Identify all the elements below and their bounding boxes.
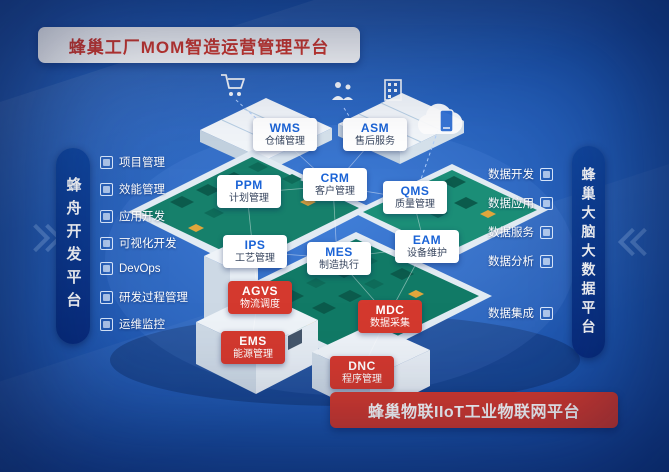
data-service-icon <box>540 225 553 239</box>
item-label: DevOps <box>119 262 161 275</box>
item-label: 可视化开发 <box>119 238 177 250</box>
iiot-banner: 蜂巢物联IIoT工业物联网平台 <box>330 392 618 428</box>
module-code: IPS <box>244 238 266 252</box>
module-label: 数据采集 <box>370 317 410 329</box>
module-ems: EMS 能源管理 <box>221 331 285 364</box>
data-platform-item: 数据服务 <box>488 224 553 240</box>
item-label: 数据集成 <box>488 308 534 320</box>
module-code: QMS <box>400 184 430 198</box>
data-analysis-icon <box>540 254 553 268</box>
module-agvs: AGVS 物流调度 <box>228 281 292 314</box>
module-mes: MES 制造执行 <box>307 242 371 275</box>
devops-icon <box>100 262 113 275</box>
item-label: 项目管理 <box>119 157 165 169</box>
item-label: 数据开发 <box>488 169 534 181</box>
data-integration-icon <box>540 306 553 320</box>
data-development-icon <box>540 167 553 181</box>
module-label: 售后服务 <box>355 135 395 147</box>
data-platform-item: 数据开发 <box>488 166 553 182</box>
module-wms: WMS 仓储管理 <box>253 118 317 151</box>
module-label: 仓储管理 <box>265 135 305 147</box>
data-platform-item: 数据集成 <box>488 305 553 321</box>
module-dnc: DNC 程序管理 <box>330 356 394 389</box>
shopping-cart-icon <box>221 74 245 96</box>
module-label: 制造执行 <box>319 259 359 271</box>
enterprise-building-icon <box>384 79 402 101</box>
module-label: 程序管理 <box>342 373 382 385</box>
visual-development-icon <box>100 236 113 250</box>
item-label: 效能管理 <box>119 184 165 196</box>
module-code: DNC <box>348 359 376 373</box>
item-label: 应用开发 <box>119 211 165 223</box>
module-qms: QMS 质量管理 <box>383 181 447 214</box>
data-platform-item: 数据应用 <box>488 195 553 211</box>
customer-people-icon <box>332 82 353 100</box>
dev-platform-item: 项目管理 <box>100 154 165 170</box>
module-label: 客户管理 <box>315 185 355 197</box>
module-mdc: MDC 数据采集 <box>358 300 422 333</box>
dev-platform-item: 可视化开发 <box>100 235 177 251</box>
module-code: CRM <box>320 171 350 185</box>
module-code: EAM <box>412 233 442 247</box>
module-label: 计划管理 <box>229 192 269 204</box>
dev-platform-item: 应用开发 <box>100 208 165 224</box>
dev-platform-item: 运维监控 <box>100 316 165 332</box>
project-management-icon <box>100 155 113 169</box>
cloud-mobile-icon <box>417 103 463 134</box>
dev-platform-item: DevOps <box>100 262 161 275</box>
module-label: 能源管理 <box>233 348 273 360</box>
dev-platform-item: 效能管理 <box>100 181 165 197</box>
module-asm: ASM 售后服务 <box>343 118 407 151</box>
module-code: AGVS <box>241 284 278 298</box>
item-label: 研发过程管理 <box>119 292 188 304</box>
app-development-icon <box>100 209 113 223</box>
dev-platform-item: 研发过程管理 <box>100 289 188 305</box>
dashed-links <box>235 99 439 183</box>
efficiency-management-icon <box>100 182 113 196</box>
data-platform-item: 数据分析 <box>488 253 553 269</box>
module-code: MES <box>325 245 353 259</box>
module-label: 质量管理 <box>395 198 435 210</box>
item-label: 数据服务 <box>488 227 534 239</box>
page-title: 蜂巢工厂MOM智造运营管理平台 <box>38 27 360 63</box>
dev-platform-ribbon: 蜂舟开发平台 <box>56 148 90 344</box>
module-label: 物流调度 <box>240 298 280 310</box>
module-ppm: PPM 计划管理 <box>217 175 281 208</box>
module-label: 工艺管理 <box>235 252 275 264</box>
module-code: WMS <box>269 121 301 135</box>
module-label: 设备维护 <box>407 247 447 259</box>
module-code: MDC <box>375 303 405 317</box>
module-eam: EAM 设备维护 <box>395 230 459 263</box>
module-crm: CRM 客户管理 <box>303 168 367 201</box>
module-code: EMS <box>239 334 267 348</box>
item-label: 数据应用 <box>488 198 534 210</box>
rd-process-icon <box>100 290 113 304</box>
item-label: 运维监控 <box>119 319 165 331</box>
ops-monitoring-icon <box>100 317 113 331</box>
item-label: 数据分析 <box>488 256 534 268</box>
data-application-icon <box>540 196 553 210</box>
module-code: ASM <box>360 121 390 135</box>
bigdata-platform-ribbon: 蜂巢大脑大数据平台 <box>572 146 605 358</box>
module-code: PPM <box>235 178 263 192</box>
module-ips: IPS 工艺管理 <box>223 235 287 268</box>
